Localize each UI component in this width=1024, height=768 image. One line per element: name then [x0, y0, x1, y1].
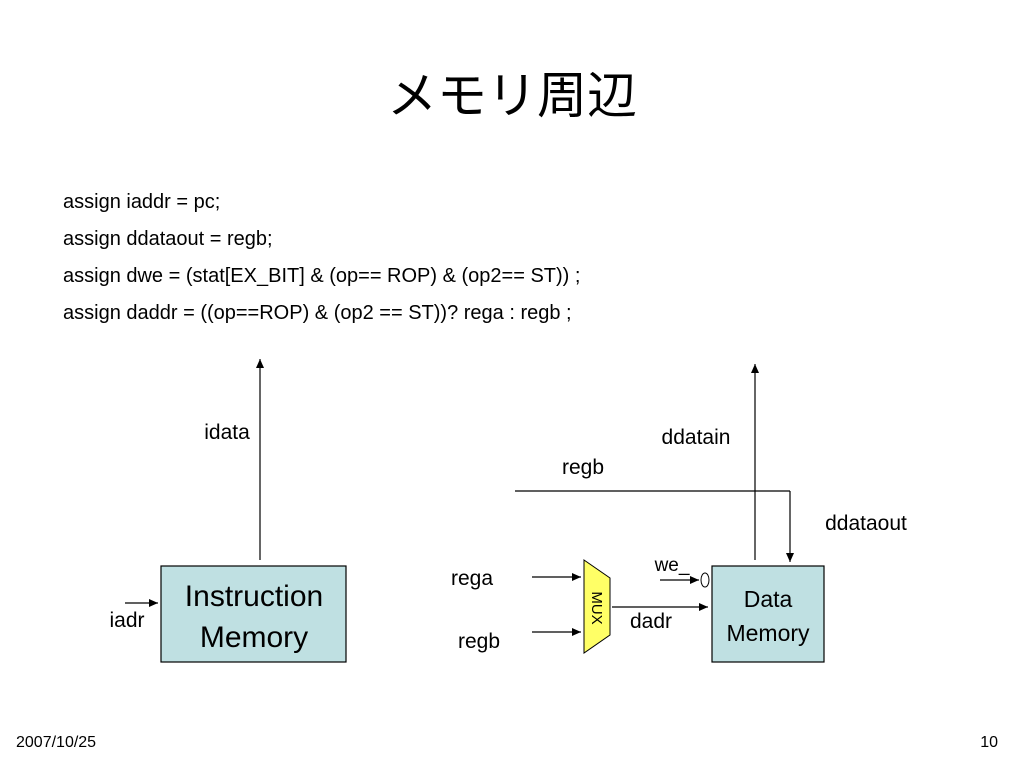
mux-label: MUX	[588, 591, 605, 624]
code-line-daddr: assign daddr = ((op==ROP) & (op2 == ST))…	[63, 302, 572, 324]
code-line-dwe: assign dwe = (stat[EX_BIT] & (op== ROP) …	[63, 265, 581, 287]
instruction-memory-label-line2: Memory	[200, 621, 308, 654]
ddatain-label: ddatain	[662, 426, 731, 449]
mux-block	[583, 559, 611, 654]
slide-title: メモリ周辺	[387, 67, 637, 125]
regb-mux-label: regb	[458, 630, 500, 653]
iadr-label: iadr	[109, 609, 144, 632]
instruction-memory-block	[160, 565, 347, 663]
code-line-ddataout: assign ddataout = regb;	[63, 228, 273, 250]
data-memory-block	[711, 565, 825, 663]
code-line-iaddr: assign iaddr = pc;	[63, 191, 221, 213]
instruction-memory-label-line1: Instruction	[185, 580, 323, 613]
regb-top-label: regb	[562, 456, 604, 479]
footer-date: 2007/10/25	[16, 734, 97, 751]
data-memory-label-line2: Memory	[726, 620, 810, 646]
we-inversion-bubble	[700, 572, 710, 588]
idata-label: idata	[204, 421, 250, 444]
dadr-label: dadr	[630, 610, 672, 633]
rega-label: rega	[451, 567, 493, 590]
ddataout-label: ddataout	[825, 512, 907, 535]
footer-page-number: 10	[980, 734, 998, 751]
verilog-code-block: assign iaddr = pc; assign ddataout = reg…	[63, 184, 580, 332]
data-memory-label-line1: Data	[744, 586, 793, 612]
we-label: we_	[654, 555, 690, 576]
